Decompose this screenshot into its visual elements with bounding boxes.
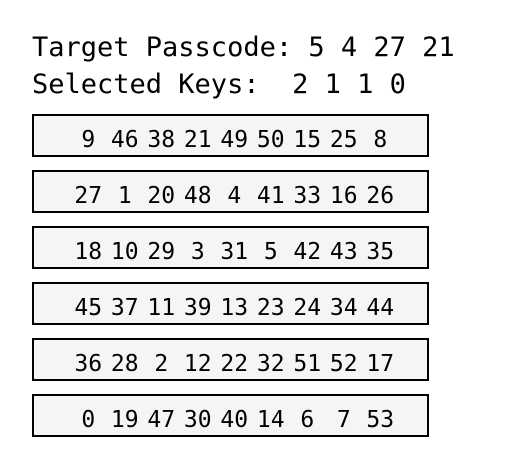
key-cell[interactable]: 42 <box>293 239 322 265</box>
key-cell[interactable]: 28 <box>110 351 139 377</box>
key-cell[interactable]: 12 <box>183 351 212 377</box>
key-row-1: 9 46 38 21 49 50 15 25 8 <box>32 114 429 157</box>
key-cell[interactable]: 11 <box>147 295 176 321</box>
keypad: 9 46 38 21 49 50 15 25 8 27 1 20 48 4 41… <box>32 114 429 450</box>
key-cell[interactable]: 4 <box>227 183 242 209</box>
key-cell[interactable]: 6 <box>300 407 315 433</box>
key-cell[interactable]: 9 <box>81 127 96 153</box>
key-cell[interactable]: 43 <box>329 239 358 265</box>
key-cell[interactable]: 35 <box>366 239 395 265</box>
key-cell[interactable]: 51 <box>293 351 322 377</box>
key-cell[interactable]: 15 <box>293 127 322 153</box>
key-cell[interactable]: 14 <box>256 407 285 433</box>
key-cell[interactable]: 20 <box>147 183 176 209</box>
key-row-3: 18 10 29 3 31 5 42 43 35 <box>32 226 429 269</box>
key-cell[interactable]: 21 <box>183 127 212 153</box>
key-cell[interactable]: 32 <box>256 351 285 377</box>
key-cell[interactable]: 22 <box>220 351 249 377</box>
key-cell[interactable]: 18 <box>74 239 103 265</box>
key-cell[interactable]: 46 <box>110 127 139 153</box>
target-passcode-value: 5 4 27 21 <box>308 32 455 63</box>
selected-keys-line: Selected Keys: 2 1 1 0 <box>32 69 406 101</box>
key-row-2: 27 1 20 48 4 41 33 16 26 <box>32 170 429 213</box>
key-cell[interactable]: 13 <box>220 295 249 321</box>
key-row-5: 36 28 2 12 22 32 51 52 17 <box>32 338 429 381</box>
key-cell[interactable]: 30 <box>183 407 212 433</box>
key-cell[interactable]: 7 <box>336 407 351 433</box>
selected-keys-label: Selected Keys: <box>32 69 260 100</box>
key-cell[interactable]: 53 <box>366 407 395 433</box>
key-cell[interactable]: 36 <box>74 351 103 377</box>
key-cell[interactable]: 25 <box>329 127 358 153</box>
key-row-6: 0 19 47 30 40 14 6 7 53 <box>32 394 429 437</box>
key-cell[interactable]: 31 <box>220 239 249 265</box>
key-cell[interactable]: 50 <box>256 127 285 153</box>
key-cell[interactable]: 52 <box>329 351 358 377</box>
key-cell[interactable]: 49 <box>220 127 249 153</box>
key-cell[interactable]: 10 <box>110 239 139 265</box>
key-cell[interactable]: 1 <box>117 183 132 209</box>
key-cell[interactable]: 19 <box>110 407 139 433</box>
key-cell[interactable]: 5 <box>263 239 278 265</box>
key-cell[interactable]: 24 <box>293 295 322 321</box>
key-cell[interactable]: 3 <box>190 239 205 265</box>
target-passcode-line: Target Passcode: 5 4 27 21 <box>32 32 455 64</box>
key-cell[interactable]: 38 <box>147 127 176 153</box>
key-cell[interactable]: 47 <box>147 407 176 433</box>
selected-keys-value: 2 1 1 0 <box>275 69 406 100</box>
key-cell[interactable]: 0 <box>81 407 96 433</box>
key-cell[interactable]: 34 <box>329 295 358 321</box>
key-cell[interactable]: 29 <box>147 239 176 265</box>
key-cell[interactable]: 26 <box>366 183 395 209</box>
key-cell[interactable]: 23 <box>256 295 285 321</box>
key-cell[interactable]: 48 <box>183 183 212 209</box>
key-cell[interactable]: 39 <box>183 295 212 321</box>
key-cell[interactable]: 44 <box>366 295 395 321</box>
key-cell[interactable]: 27 <box>74 183 103 209</box>
key-cell[interactable]: 37 <box>110 295 139 321</box>
key-cell[interactable]: 45 <box>74 295 103 321</box>
key-cell[interactable]: 17 <box>366 351 395 377</box>
key-row-4: 45 37 11 39 13 23 24 34 44 <box>32 282 429 325</box>
key-cell[interactable]: 41 <box>256 183 285 209</box>
key-cell[interactable]: 16 <box>329 183 358 209</box>
key-cell[interactable]: 2 <box>154 351 169 377</box>
key-cell[interactable]: 8 <box>373 127 388 153</box>
target-passcode-label: Target Passcode: <box>32 32 293 63</box>
key-cell[interactable]: 40 <box>220 407 249 433</box>
key-cell[interactable]: 33 <box>293 183 322 209</box>
